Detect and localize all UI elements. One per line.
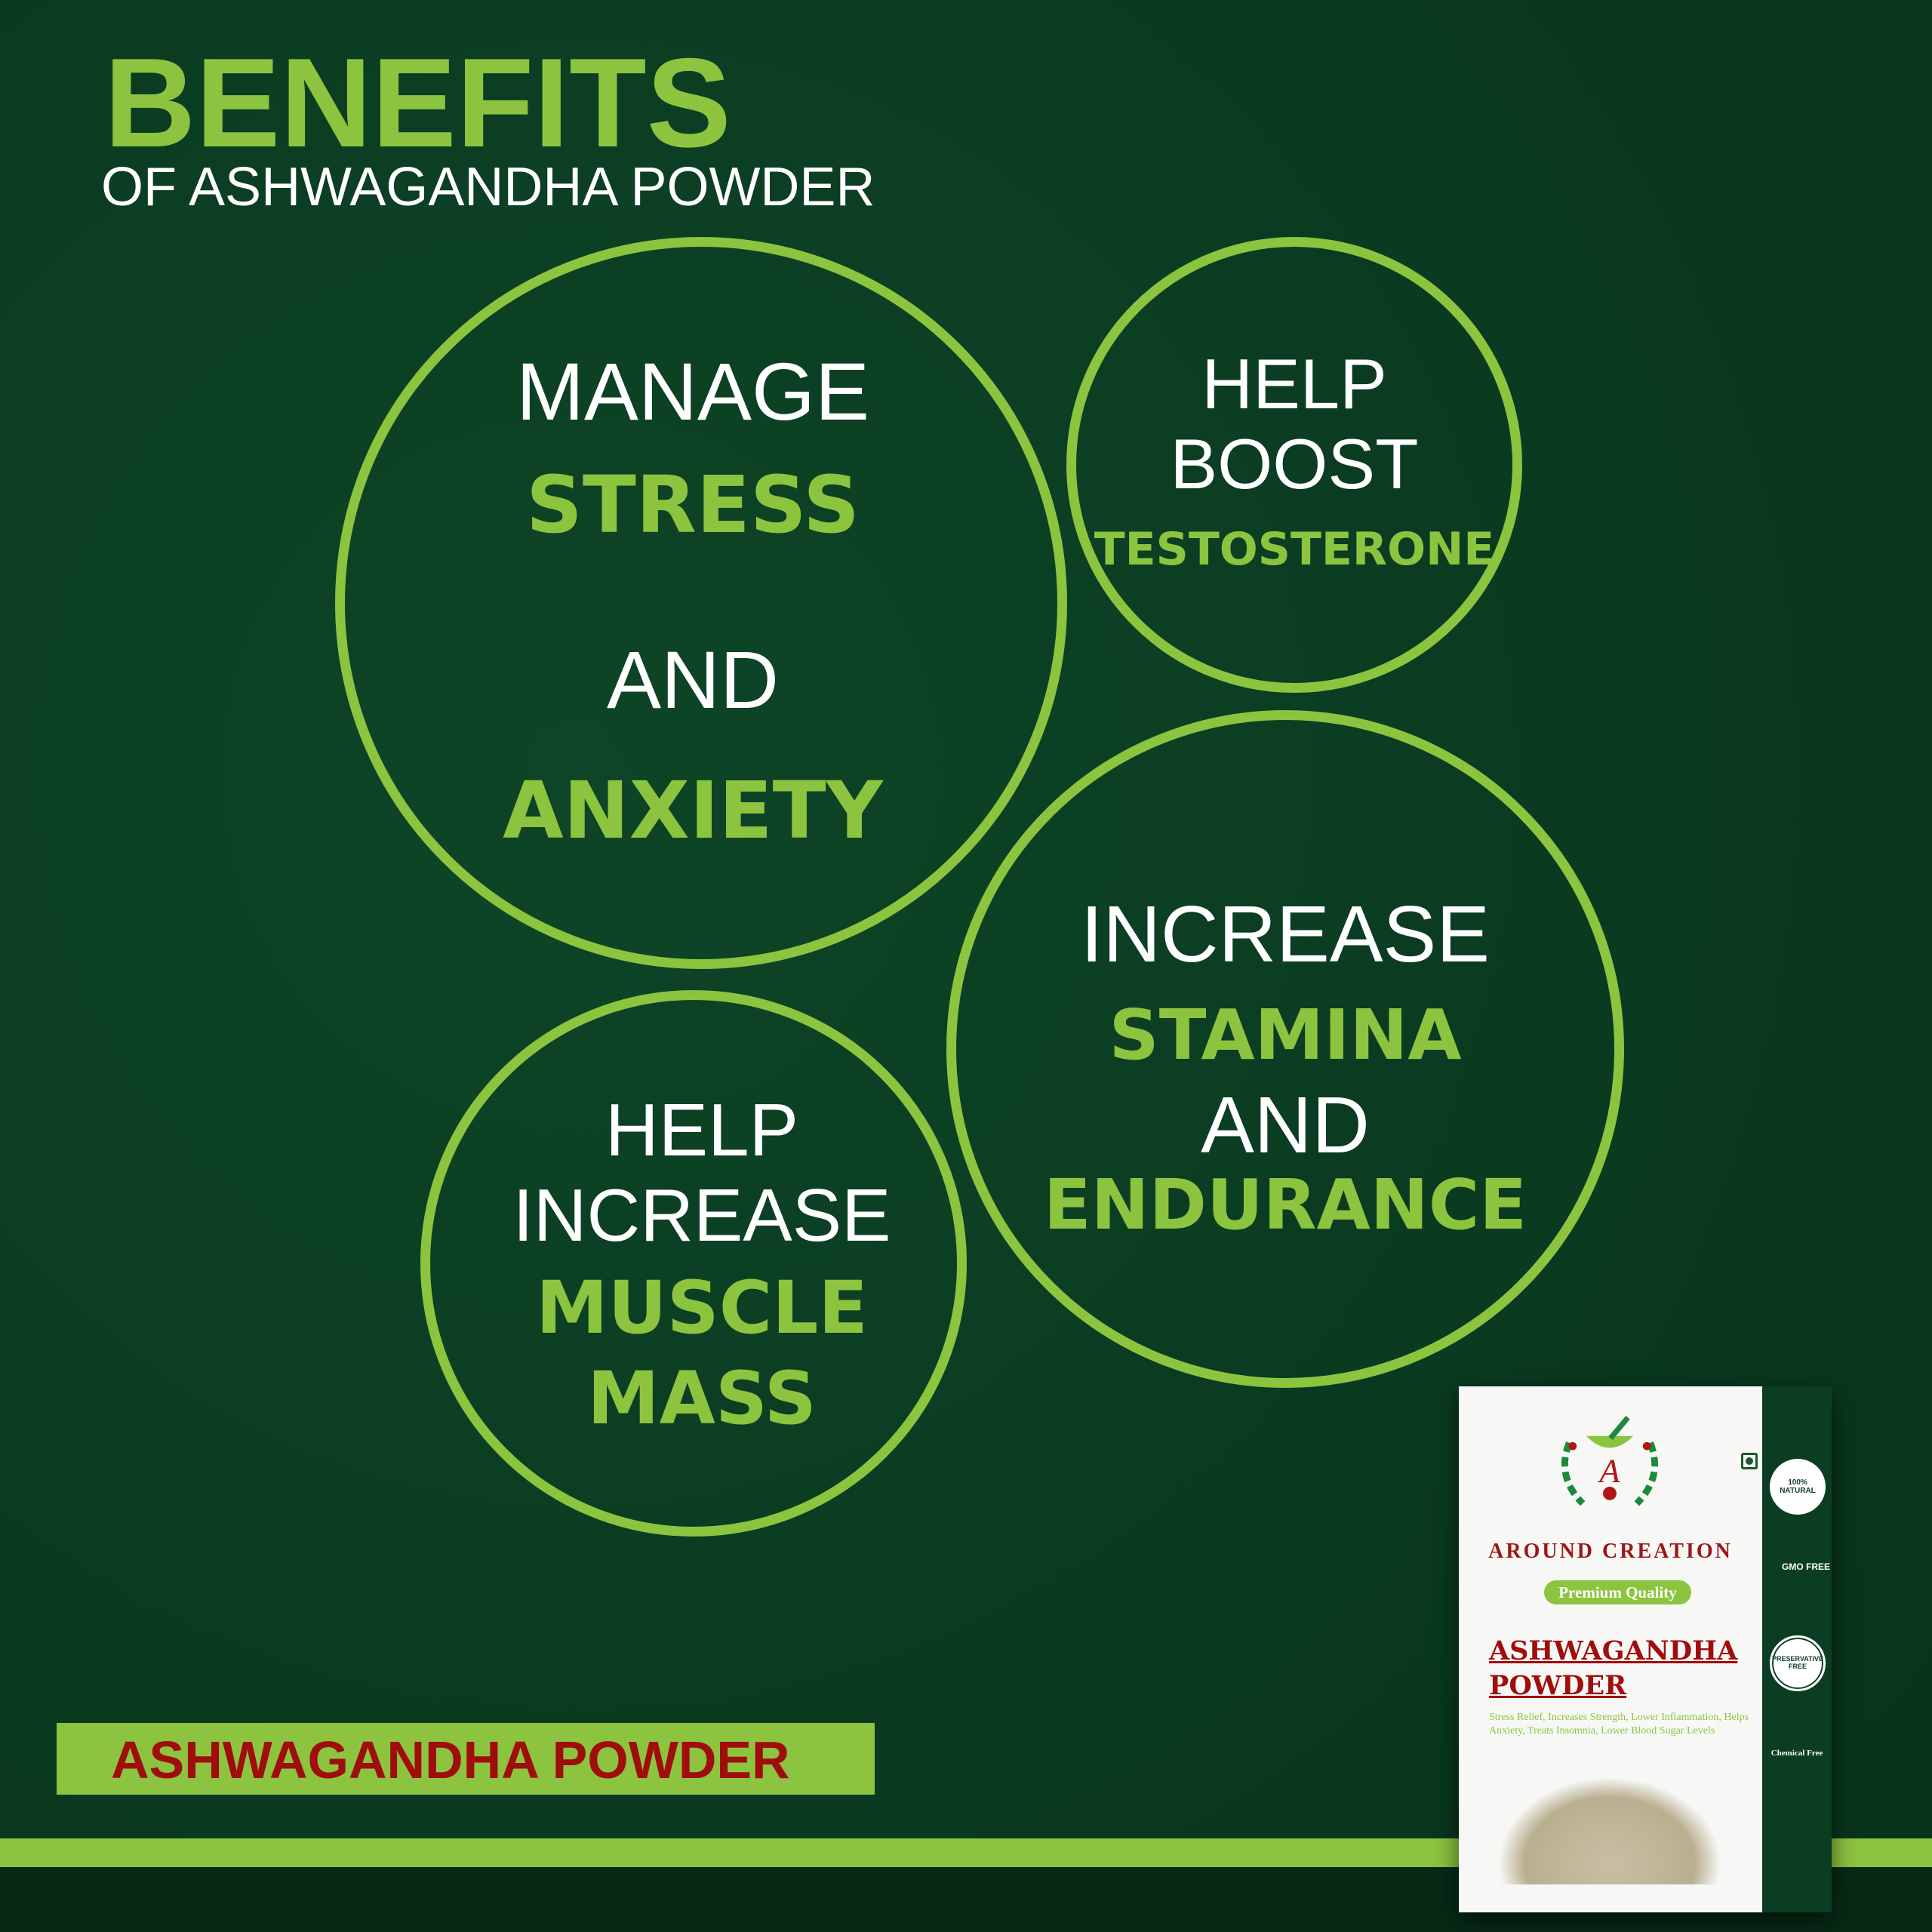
package-side: 100% NATURAL GMO FREE PRESERVATIVE FREE …	[1762, 1386, 1832, 1912]
page-title: BENEFITS	[104, 32, 731, 174]
circle-text: BOOST	[1170, 424, 1419, 503]
label-bar: ASHWAGANDHA POWDER	[57, 1723, 875, 1795]
circle-highlight: TESTOSTERONE	[1094, 523, 1495, 576]
veg-mark-icon	[1741, 1453, 1758, 1469]
circle-highlight: MASS	[587, 1356, 817, 1441]
circle-highlight: STRESS	[525, 459, 860, 551]
brand-name: AROUND CREATION	[1488, 1540, 1733, 1563]
benefit-circle-muscle	[420, 990, 967, 1537]
circle-highlight: ENDURANCE	[1043, 1164, 1527, 1245]
circle-text: HELP	[605, 1088, 799, 1171]
premium-badge: Premium Quality	[1544, 1580, 1691, 1604]
svg-text:A: A	[1597, 1452, 1620, 1490]
100-natural-icon: 100% NATURAL	[1770, 1459, 1826, 1515]
circle-highlight: MUSCLE	[536, 1266, 868, 1350]
circle-text: AND	[606, 634, 780, 725]
product-package: A AROUND CREATION Premium Quality ASHWAG…	[1459, 1386, 1832, 1912]
circle-text: AND	[1201, 1081, 1370, 1170]
package-front: A AROUND CREATION Premium Quality ASHWAG…	[1459, 1386, 1762, 1912]
circle-highlight: STAMINA	[1109, 995, 1462, 1075]
product-description: Stress Relief, Increases Strength, Lower…	[1489, 1712, 1749, 1737]
circle-highlight: ANXIETY	[503, 764, 883, 857]
circle-text: MANAGE	[515, 346, 870, 437]
chemical-free-icon: Chemical Free	[1770, 1749, 1823, 1758]
preservative-free-icon: PRESERVATIVE FREE	[1770, 1635, 1826, 1691]
page-subtitle: OF ASHWAGANDHA POWDER	[101, 157, 875, 217]
gmo-free-icon: GMO FREE	[1781, 1561, 1830, 1572]
circle-text: INCREASE	[1081, 890, 1490, 979]
label-bar-text: ASHWAGANDHA POWDER	[111, 1730, 790, 1789]
circle-text: INCREASE	[512, 1174, 891, 1257]
brand-logo-icon: A	[1561, 1416, 1659, 1506]
circle-text: HELP	[1201, 344, 1387, 423]
powder-image	[1500, 1779, 1719, 1884]
